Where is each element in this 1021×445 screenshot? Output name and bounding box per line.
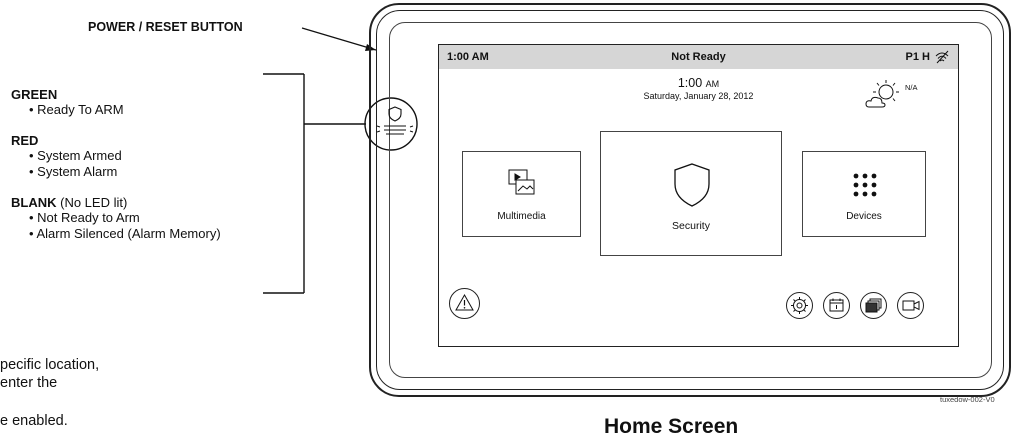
legend-blank-item: • Alarm Silenced (Alarm Memory): [29, 226, 221, 241]
legend-blank-item: • Not Ready to Arm: [29, 210, 140, 225]
calendar-icon: [829, 298, 844, 312]
body-text-line: pecific location,: [0, 357, 100, 373]
calendar-button[interactable]: [823, 292, 850, 319]
partly-cloudy-icon[interactable]: [864, 79, 904, 109]
touch-screen: 1:00 AM Not Ready P1 H 1:00 AM Saturday,…: [438, 44, 959, 347]
image-id-label: tuxedow-002-V0: [940, 395, 995, 404]
clock-time-row: 1:00 AM: [439, 76, 958, 90]
legend-blank-suffix: (No LED lit): [56, 195, 128, 210]
alert-triangle-icon: [455, 293, 474, 311]
status-time: 1:00 AM: [447, 51, 489, 63]
emergency-button[interactable]: [449, 288, 480, 319]
clock-display: 1:00 AM Saturday, January 28, 2012: [439, 76, 958, 101]
status-ready-text[interactable]: Not Ready: [671, 51, 726, 63]
clock-date: Saturday, January 28, 2012: [643, 91, 754, 101]
gear-icon: [791, 297, 808, 314]
led-legend: GREEN • Ready To ARM RED • System Armed …: [11, 87, 301, 242]
clock-time: 1:00: [677, 76, 703, 90]
led-indicator-icon: [376, 106, 414, 135]
devices-label: Devices: [846, 211, 882, 222]
camera-button[interactable]: [897, 292, 924, 319]
settings-button[interactable]: [786, 292, 813, 319]
devices-tile[interactable]: Devices: [802, 151, 926, 237]
multimedia-label: Multimedia: [497, 211, 546, 222]
device-mid-frame: [376, 10, 1004, 390]
clock-ampm: AM: [705, 79, 720, 89]
media-icon: [508, 169, 535, 195]
security-label: Security: [672, 220, 710, 232]
legend-red-item: • System Alarm: [29, 164, 118, 179]
video-camera-icon: [902, 300, 920, 311]
body-text-line: enter the: [0, 375, 58, 391]
security-tile[interactable]: Security: [600, 131, 782, 256]
shield-icon: [674, 163, 710, 207]
device-bezel: [389, 22, 992, 378]
figure-caption: Home Screen: [604, 415, 739, 438]
device-outer-frame: [369, 3, 1011, 397]
body-text-line: e enabled.: [0, 413, 68, 429]
partition-indicator[interactable]: P1 H: [905, 51, 930, 63]
legend-green-item: • Ready To ARM: [29, 102, 124, 117]
legend-blank-title: BLANK (No LED lit): [11, 195, 301, 210]
legend-blank-label: BLANK: [11, 195, 57, 210]
power-reset-label: POWER / RESET BUTTON: [88, 20, 243, 34]
grid-icon: [853, 173, 877, 197]
legend-red-title: RED: [11, 133, 39, 148]
legend-blank: BLANK (No LED lit) • Not Ready to Arm • …: [11, 195, 301, 242]
legend-green-title: GREEN: [11, 87, 58, 102]
legend-red: RED • System Armed • System Alarm: [11, 133, 301, 180]
legend-green: GREEN • Ready To ARM: [11, 87, 301, 118]
legend-red-item: • System Armed: [29, 148, 122, 163]
wifi-off-icon: [935, 50, 949, 64]
scenes-button[interactable]: [860, 292, 887, 319]
multimedia-tile[interactable]: Multimedia: [462, 151, 581, 237]
status-bar: 1:00 AM Not Ready P1 H: [439, 45, 958, 69]
weather-temp: N/A: [905, 83, 918, 92]
stack-icon: [865, 298, 882, 313]
